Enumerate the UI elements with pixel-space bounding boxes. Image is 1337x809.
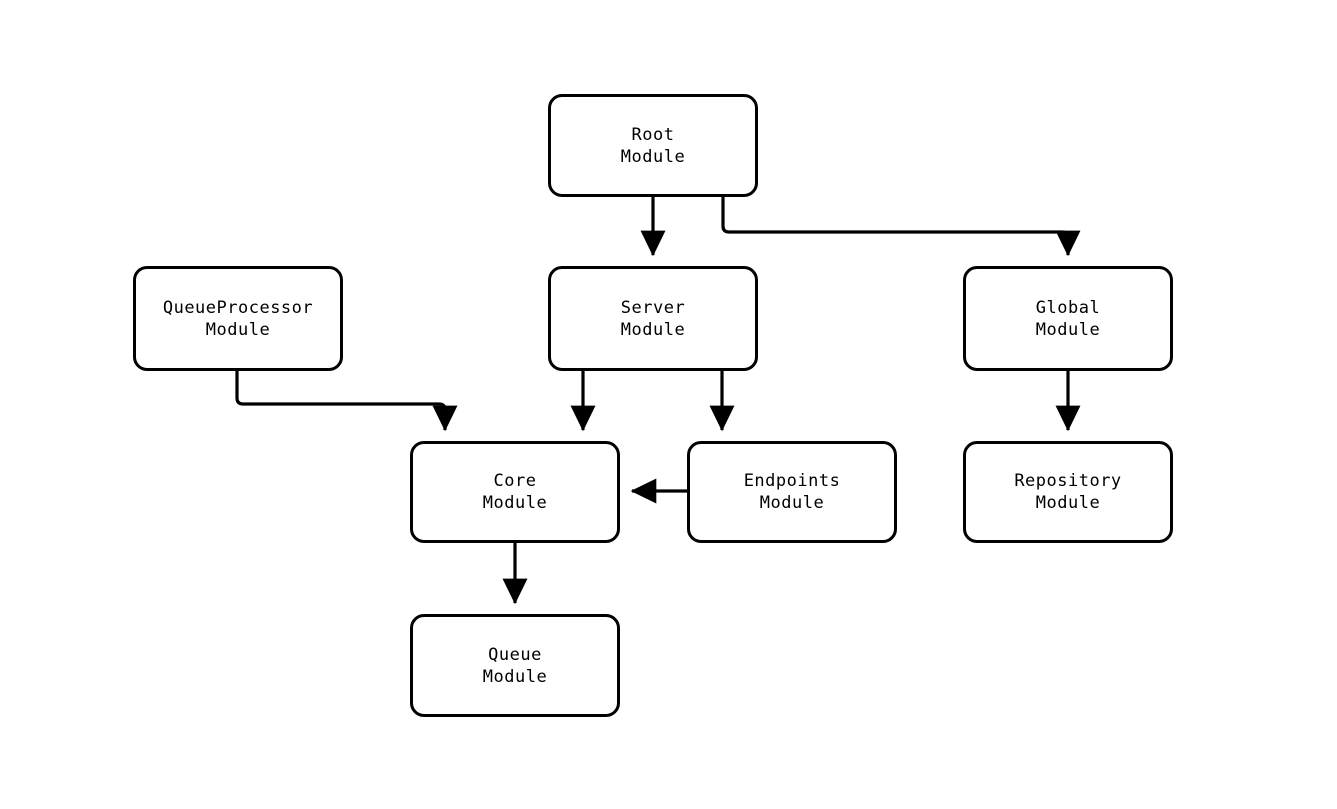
node-queue-module-line1: Queue (488, 644, 542, 665)
node-global-module[interactable]: Global Module (963, 266, 1173, 371)
node-endpoints-module[interactable]: Endpoints Module (687, 441, 897, 543)
edge-queueprocessor-to-core (235, 371, 458, 432)
node-endpoints-module-line1: Endpoints (743, 471, 841, 491)
node-endpoints-module-line2: Module (759, 493, 825, 513)
node-root-module-line1: Root (631, 124, 675, 145)
node-repository-module-line2: Module (1035, 493, 1101, 513)
node-root-module[interactable]: Root Module (548, 94, 758, 197)
node-server-module[interactable]: Server Module (548, 266, 758, 371)
node-core-module-line1: Core (493, 471, 537, 491)
node-core-module-line2: Module (482, 493, 548, 513)
node-server-module-line2: Module (620, 319, 686, 340)
node-core-module[interactable]: Core Module (410, 441, 620, 543)
node-queue-module[interactable]: Queue Module (410, 614, 620, 717)
node-root-module-line2: Module (620, 146, 686, 167)
node-server-module-line1: Server (620, 297, 686, 318)
node-repository-module-line1: Repository (1014, 471, 1122, 491)
node-queueprocessor-module-line1: QueueProcessor (162, 297, 314, 318)
node-global-module-line1: Global (1035, 297, 1101, 318)
node-global-module-line2: Module (1035, 319, 1101, 340)
node-repository-module[interactable]: Repository Module (963, 441, 1173, 543)
edge-root-to-global (721, 197, 1081, 257)
node-queue-module-line2: Module (482, 666, 548, 687)
node-queueprocessor-module-line2: Module (205, 319, 271, 340)
node-queueprocessor-module[interactable]: QueueProcessor Module (133, 266, 343, 371)
